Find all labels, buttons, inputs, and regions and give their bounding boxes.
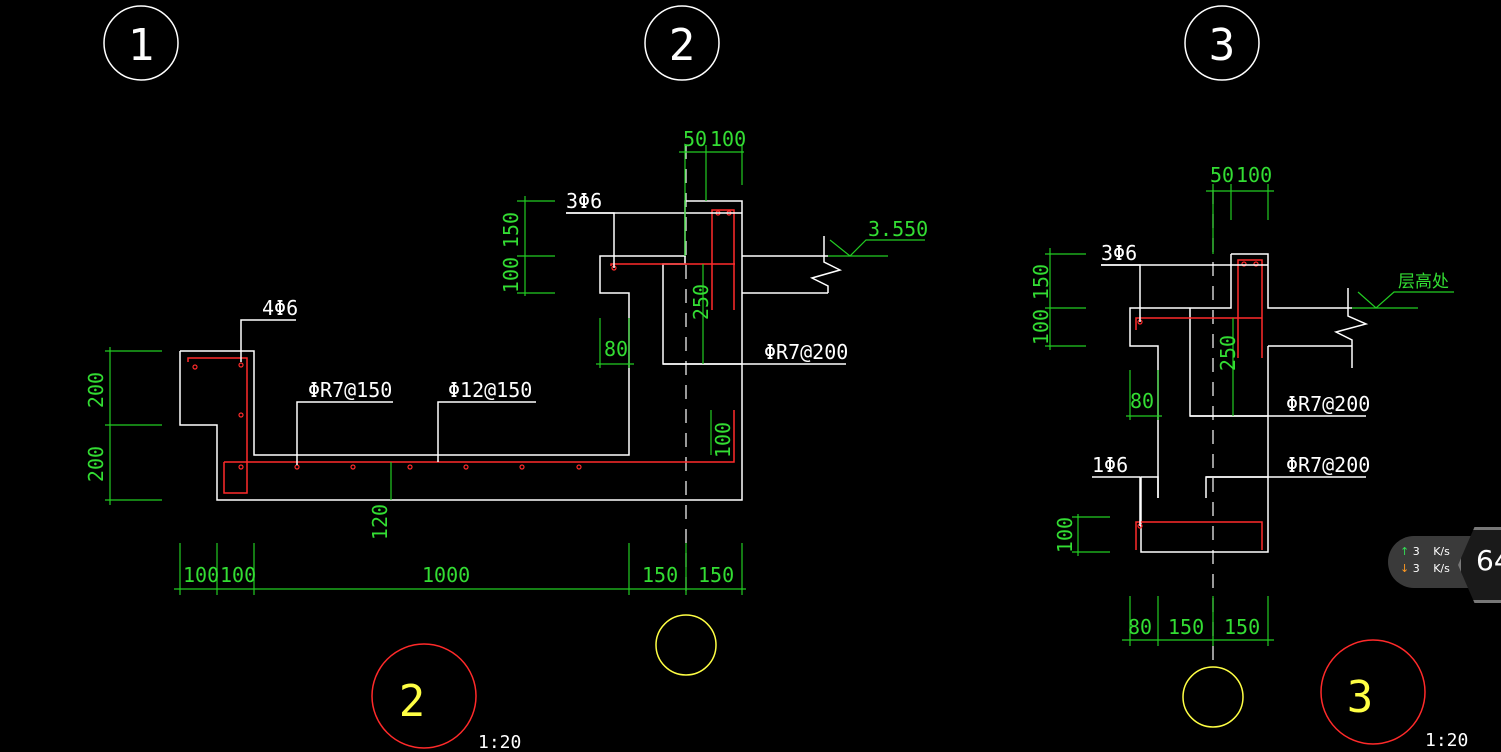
bottom-dim-1000: 1000 <box>422 563 470 587</box>
section-3-step <box>1141 476 1159 498</box>
dim3-bottom-150-b: 150 <box>1224 615 1260 639</box>
rebar-3-bottom <box>1135 521 1263 550</box>
elevation-label-3: 层高处 <box>1398 272 1449 292</box>
upload-speed-row: ↑ 3 K/s <box>1400 545 1450 558</box>
axis-bubble-1: 1 <box>103 5 179 81</box>
dim3-bottom-80: 80 <box>1128 615 1152 639</box>
rebar-3-top-l <box>1135 317 1262 330</box>
rebar-label-3phi6: 3Φ6 <box>566 189 602 213</box>
section-3-dimensions: 50 100 150 100 250 80 100 80 150 <box>1029 163 1274 646</box>
section-3-bottom-block <box>1140 477 1269 553</box>
bottom-dim-100-b: 100 <box>220 563 256 587</box>
axis-label-2: 2 <box>669 20 696 71</box>
section-2-detail: 3.550 50 100 150 100 250 80 <box>84 127 928 752</box>
rebar-dots-2 <box>192 210 732 470</box>
upload-speed-value: 3 <box>1412 545 1420 558</box>
elevation-mark-3: 层高处 <box>1352 272 1454 309</box>
stirrup3-label-2: ΦR7@200 <box>1286 453 1370 477</box>
download-arrow-icon: ↓ <box>1400 562 1410 575</box>
rebar-top-vertical <box>711 209 735 310</box>
axis-bubble-2: 2 <box>644 5 720 81</box>
rebar3-label-1phi6: 1Φ6 <box>1092 453 1128 477</box>
dim-left-150: 150 <box>499 212 523 248</box>
stirrup3-label-1: ΦR7@200 <box>1286 392 1370 416</box>
axis-label-1: 1 <box>128 20 155 71</box>
dim3-100-bottom: 100 <box>1053 517 1077 553</box>
leader-3phi6-3 <box>1101 264 1141 322</box>
dim3-left-150: 150 <box>1029 264 1053 300</box>
dim3-top-100: 100 <box>1236 163 1272 187</box>
axis-bubble-3: 3 <box>1184 5 1260 81</box>
rebar-bottom-main <box>224 410 735 463</box>
download-speed-value: 3 <box>1412 562 1420 575</box>
download-speed-unit: K/s <box>1433 562 1450 575</box>
dim-80: 80 <box>604 337 628 361</box>
bottom-dim-100-a: 100 <box>183 563 219 587</box>
section-3-outline <box>1231 253 1352 309</box>
dim-100-vertical: 100 <box>711 422 735 458</box>
rebar-top-l <box>610 263 735 266</box>
section-3-left-upper <box>1129 254 1232 498</box>
leader-slab-stirrup <box>296 401 393 465</box>
dim-top-50: 50 <box>683 127 707 151</box>
upload-speed-unit: K/s <box>1433 545 1450 558</box>
section-3-scale: 1:20 <box>1425 730 1468 751</box>
upload-arrow-icon: ↑ <box>1400 545 1410 558</box>
section-mark-2: 2 1:20 <box>371 643 521 752</box>
dim-120: 120 <box>368 504 392 540</box>
dim-200-upper: 200 <box>84 372 108 408</box>
dim-200-lower: 200 <box>84 446 108 482</box>
axis-bubble-bottom-3 <box>1182 666 1244 728</box>
rebar-bottom-hook <box>223 462 248 494</box>
axis-label-3: 3 <box>1209 20 1236 71</box>
stirrup-label-beam: ΦR7@200 <box>764 340 848 364</box>
dim3-top-50: 50 <box>1210 163 1234 187</box>
rebar3-label-3phi6: 3Φ6 <box>1101 241 1137 265</box>
dim-left-100: 100 <box>499 257 523 293</box>
dim3-left-100: 100 <box>1029 309 1053 345</box>
section-mark-2-label: 2 <box>399 676 426 727</box>
break-symbol-2 <box>809 236 843 293</box>
rebar-left-hook <box>187 357 248 462</box>
leader-4phi6 <box>240 319 296 362</box>
elevation-mark-2: 3.550 <box>828 217 928 257</box>
break-symbol-3 <box>1333 288 1369 368</box>
leader-main-bar <box>437 401 536 462</box>
rebar-label-4phi6: 4Φ6 <box>262 296 298 320</box>
bottom-dim-150-a: 150 <box>642 563 678 587</box>
speed-badge-value: 64 <box>1476 544 1501 577</box>
axis-bubble-bottom-2 <box>655 614 717 676</box>
dim3-250: 250 <box>1216 335 1240 371</box>
section-mark-3: 3 1:20 <box>1320 639 1468 751</box>
section-2-scale: 1:20 <box>478 732 521 752</box>
section-mark-3-label: 3 <box>1347 672 1374 723</box>
dim-top-100: 100 <box>710 127 746 151</box>
download-speed-row: ↓ 3 K/s <box>1400 562 1450 575</box>
section-2-outline <box>179 200 743 501</box>
leader-3phi6-2 <box>566 212 615 268</box>
main-bar-label: Φ12@150 <box>448 378 532 402</box>
section-3-detail: 层高处 50 100 150 100 250 80 100 <box>1029 163 1468 751</box>
dim-250: 250 <box>689 284 713 320</box>
dim3-80: 80 <box>1130 389 1154 413</box>
bottom-dim-150-b: 150 <box>698 563 734 587</box>
dim3-bottom-150-a: 150 <box>1168 615 1204 639</box>
stirrup-label-slab: ΦR7@150 <box>308 378 392 402</box>
rebar-dots-3 <box>1137 261 1259 529</box>
section-2-dimensions: 50 100 150 100 250 80 100 2 <box>84 127 746 595</box>
rebar-3-top-vertical <box>1237 259 1263 358</box>
leader-1phi6 <box>1092 476 1141 526</box>
elevation-value: 3.550 <box>868 217 928 241</box>
